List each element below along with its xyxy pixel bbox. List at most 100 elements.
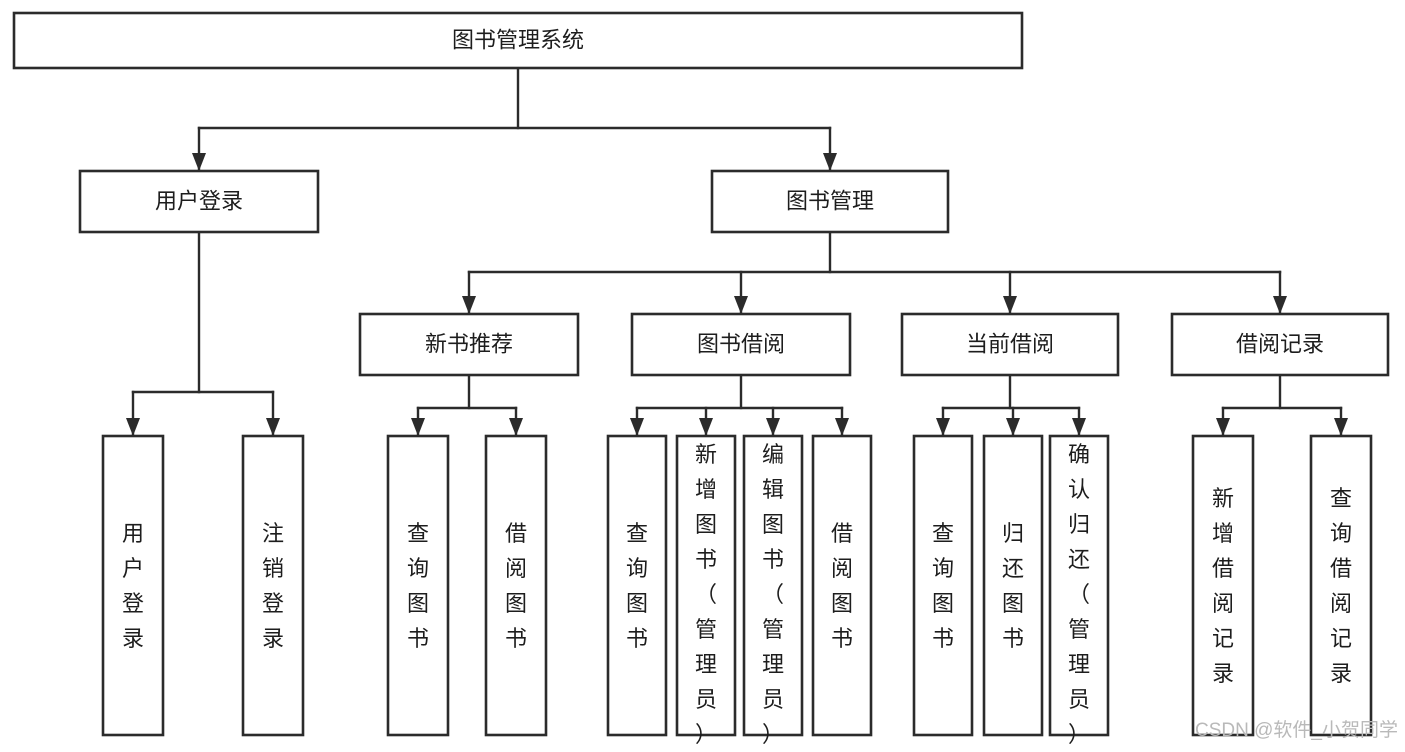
node-label-char: 录	[122, 626, 144, 651]
node-book-borrow[interactable]: 图书借阅	[630, 312, 852, 377]
node-label-char: 图	[932, 591, 954, 616]
node-box-root	[12, 11, 1024, 70]
node-leaf-borrow-book-rec[interactable]: 借阅图书借阅图书	[484, 422, 580, 737]
node-box-leaf-query-book-bor	[606, 434, 668, 737]
node-label-char: 书	[407, 626, 429, 651]
arrow-head-icon	[192, 153, 206, 171]
node-label-char: 理	[762, 652, 784, 677]
node-box-leaf-add-book	[675, 434, 737, 737]
arrow-head-icon	[462, 296, 476, 314]
node-leaf-query-record[interactable]: 查询借阅记录查询借阅记录	[1309, 422, 1405, 737]
arrow-head-icon	[411, 418, 425, 436]
node-label-char: 询	[407, 556, 429, 581]
node-label-char: 录	[262, 626, 284, 651]
node-label-char: 新	[695, 442, 717, 467]
node-user-login[interactable]: 用户登录	[78, 169, 320, 234]
node-label-char: 书	[695, 547, 717, 572]
node-leaf-query-book-rec[interactable]: 查询图书查询图书	[386, 422, 482, 737]
node-label-char: 认	[1068, 477, 1090, 502]
node-label-char: 书	[932, 626, 954, 651]
node-box-leaf-edit-book	[742, 434, 804, 737]
node-leaf-query-book-bor[interactable]: 查询图书查询图书	[606, 422, 701, 737]
node-leaf-borrow-book-bor[interactable]: 借阅图书借阅图书	[811, 422, 906, 737]
node-label-char: 阅	[505, 556, 527, 581]
node-label-char: 录	[1212, 661, 1234, 686]
node-label-char: （	[695, 582, 717, 607]
node-label-char: 图	[505, 591, 527, 616]
arrow-head-icon	[509, 418, 523, 436]
node-label-char: 借	[505, 521, 527, 546]
arrow-head-icon	[1334, 418, 1348, 436]
node-label-char: 书	[762, 547, 784, 572]
arrow-head-icon	[734, 296, 748, 314]
node-label-char: 理	[695, 652, 717, 677]
node-borrow-record[interactable]: 借阅记录	[1170, 312, 1390, 377]
node-box-book-borrow	[630, 312, 852, 377]
node-label-char: 理	[1068, 652, 1090, 677]
node-new-book-rec[interactable]: 新书推荐	[358, 312, 580, 377]
arrow-head-icon	[1216, 418, 1230, 436]
node-label-char: 记	[1330, 626, 1352, 651]
node-label-new-book-rec: 新书推荐	[425, 331, 513, 356]
arrow-head-icon	[266, 418, 280, 436]
node-current-borrow[interactable]: 当前借阅	[900, 312, 1120, 377]
arrow-head-icon	[1273, 296, 1287, 314]
node-label-char: ）	[762, 722, 784, 747]
arrow-head-icon	[126, 418, 140, 436]
node-leaf-logout[interactable]: 注销登录注销登录	[241, 422, 337, 737]
node-box-leaf-add-record	[1191, 434, 1255, 737]
node-label-char: 图	[407, 591, 429, 616]
node-box-leaf-logout	[241, 434, 305, 737]
node-label-char: 登	[122, 591, 144, 616]
node-label-char: 询	[626, 556, 648, 581]
node-label-char: ）	[695, 722, 717, 747]
node-label-char: （	[1068, 582, 1090, 607]
csdn-watermark: CSDN @软件_小贺同学	[1195, 719, 1398, 741]
node-label-char: 户	[122, 556, 144, 581]
node-box-current-borrow	[900, 312, 1120, 377]
node-label-char: （	[762, 582, 784, 607]
node-label-char: 图	[831, 591, 853, 616]
node-label-char: 管	[762, 617, 784, 642]
node-label-char: 员	[1068, 687, 1090, 712]
arrow-head-icon	[835, 418, 849, 436]
node-label-char: 借	[1330, 556, 1352, 581]
node-layer: 图书管理系统用户登录图书管理新书推荐图书借阅当前借阅借阅记录用户登录用户登录注销…	[12, 11, 1405, 747]
node-box-leaf-user-login	[101, 434, 165, 737]
node-label-char: 书	[626, 626, 648, 651]
node-label-char: 借	[831, 521, 853, 546]
node-label-char: 管	[1068, 617, 1090, 642]
node-root[interactable]: 图书管理系统	[12, 11, 1024, 70]
node-label-book-admin: 图书管理	[786, 188, 874, 213]
node-label-char: 询	[932, 556, 954, 581]
node-book-admin[interactable]: 图书管理	[710, 169, 950, 234]
arrow-head-icon	[699, 418, 713, 436]
node-leaf-add-record[interactable]: 新增借阅记录新增借阅记录	[1191, 422, 1319, 737]
node-label-borrow-record: 借阅记录	[1236, 331, 1324, 356]
node-box-leaf-query-record	[1309, 434, 1373, 737]
node-label-char: 借	[1212, 556, 1234, 581]
node-label-char: 员	[762, 687, 784, 712]
node-label-char: 编	[762, 442, 784, 467]
node-leaf-return-book[interactable]: 归还图书归还图书	[982, 422, 1077, 737]
arrow-head-icon	[1072, 418, 1086, 436]
node-label-char: 用	[122, 521, 144, 546]
node-box-leaf-return-book	[982, 434, 1044, 737]
node-label-char: 查	[626, 521, 648, 546]
node-leaf-query-book-cur[interactable]: 查询图书查询图书	[912, 422, 1007, 737]
node-label-char: 销	[262, 556, 284, 581]
node-box-borrow-record	[1170, 312, 1390, 377]
node-label-char: 管	[695, 617, 717, 642]
node-label-char: 图	[695, 512, 717, 537]
node-leaf-user-login[interactable]: 用户登录用户登录	[101, 422, 197, 737]
node-label-char: 阅	[1212, 591, 1234, 616]
node-label-char: 查	[1330, 486, 1352, 511]
arrow-head-icon	[1003, 296, 1017, 314]
node-label-char: 书	[505, 626, 527, 651]
node-label-char: 阅	[831, 556, 853, 581]
arrow-head-icon	[936, 418, 950, 436]
